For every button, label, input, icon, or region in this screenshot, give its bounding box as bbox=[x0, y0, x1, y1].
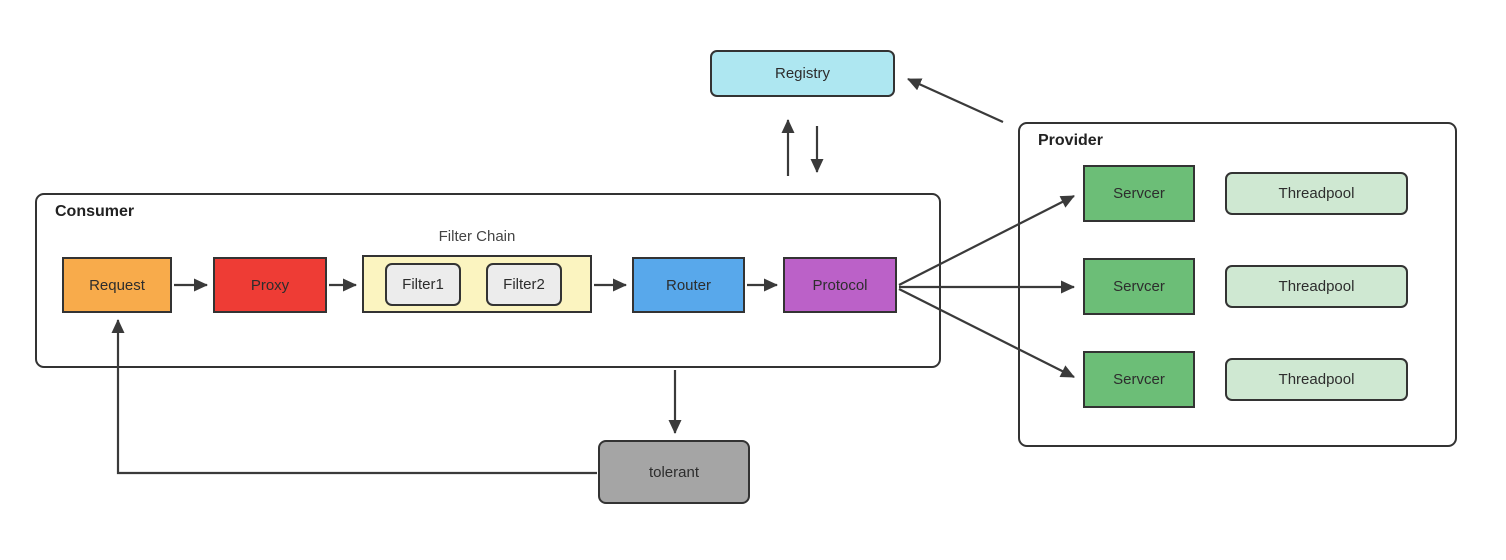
consumer-label: Consumer bbox=[55, 203, 135, 220]
filter1-node: Filter1 bbox=[385, 263, 461, 306]
servcer-label-2: Servcer bbox=[1113, 278, 1165, 295]
provider-label: Provider bbox=[1038, 132, 1103, 149]
router-label: Router bbox=[665, 276, 712, 294]
servcer-node-3: Servcer bbox=[1083, 351, 1195, 408]
filter2-node: Filter2 bbox=[486, 263, 562, 306]
proxy-label: Proxy bbox=[250, 276, 290, 294]
edge-provider-to-registry bbox=[907, 77, 1004, 124]
threadpool-label-3: Threadpool bbox=[1278, 371, 1355, 388]
tolerant-node: tolerant bbox=[598, 440, 750, 504]
registry-node: Registry bbox=[710, 50, 895, 97]
servcer-label-1: Servcer bbox=[1113, 185, 1165, 202]
filter1-label: Filter1 bbox=[402, 276, 444, 293]
threadpool-label-1: Threadpool bbox=[1278, 185, 1355, 202]
servcer-label-3: Servcer bbox=[1113, 371, 1165, 388]
threadpool-node-1: Threadpool bbox=[1225, 172, 1408, 215]
request-label: Request bbox=[89, 276, 145, 294]
servcer-node-2: Servcer bbox=[1083, 258, 1195, 315]
proxy-node: Proxy bbox=[213, 257, 327, 313]
filter2-label: Filter2 bbox=[503, 276, 545, 293]
provider-container: Provider Servcer Threadpool Servcer Thre… bbox=[1018, 122, 1457, 447]
threadpool-node-2: Threadpool bbox=[1225, 265, 1408, 308]
router-node: Router bbox=[632, 257, 745, 313]
filter-chain-node: Filter1 Filter2 bbox=[362, 255, 592, 313]
protocol-label: Protocol bbox=[812, 276, 868, 294]
threadpool-node-3: Threadpool bbox=[1225, 358, 1408, 401]
servcer-node-1: Servcer bbox=[1083, 165, 1195, 222]
request-node: Request bbox=[62, 257, 172, 313]
protocol-node: Protocol bbox=[783, 257, 897, 313]
tolerant-label: tolerant bbox=[648, 463, 700, 481]
threadpool-label-2: Threadpool bbox=[1278, 278, 1355, 295]
filter-chain-title: Filter Chain bbox=[438, 228, 516, 245]
registry-label: Registry bbox=[774, 65, 830, 82]
